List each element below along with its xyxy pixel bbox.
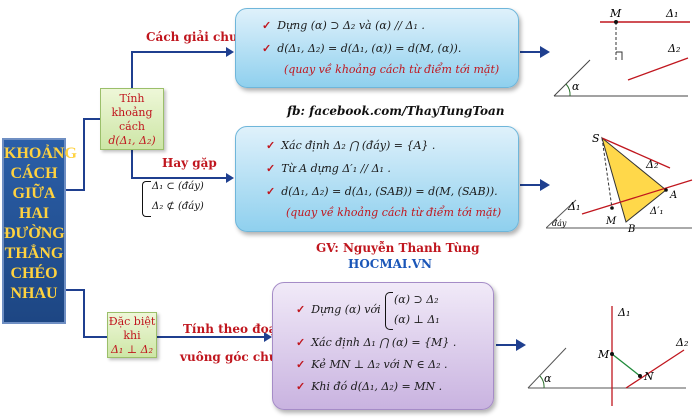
title-line: CÁCH <box>10 165 58 182</box>
check-icon: ✓ <box>266 185 276 198</box>
label-delta2: Δ₂ <box>645 158 658 171</box>
check-icon: ✓ <box>262 19 272 32</box>
label-delta2: Δ₂ <box>675 336 688 349</box>
label-M: M <box>597 348 610 361</box>
general-method-box <box>235 8 519 88</box>
system-brace <box>385 292 393 330</box>
point-M <box>610 352 614 356</box>
compute-distance-box: Tính khoảng cách d(Δ₁, Δ₂) <box>100 88 164 150</box>
brace-line: (α) ⊃ Δ₂ <box>394 293 439 306</box>
label-delta1-prime: Δ′₁ <box>649 206 664 217</box>
label-M: M <box>605 216 617 227</box>
common-case-box <box>235 126 519 232</box>
mid-box-line: Tính <box>119 92 145 105</box>
check-icon: ✓ <box>266 139 276 152</box>
delta1-line <box>581 179 693 215</box>
label-delta2: Δ₂ <box>667 42 680 55</box>
method-step: ✓Khi đó d(Δ₁, Δ₂) = MN . <box>296 380 443 393</box>
check-icon: ✓ <box>266 162 276 175</box>
method-step: ✓Xác định Δ₁ ⋂ (α) = {M} . <box>296 336 457 349</box>
check-icon: ✓ <box>296 336 306 349</box>
plane-edge <box>553 59 591 97</box>
delta2-line <box>625 349 685 389</box>
label-perpendicular-2: vuông góc chung <box>180 350 295 364</box>
label-A: A <box>669 190 677 201</box>
title-line: THẲNG <box>4 245 64 262</box>
mid-box-line: Δ₁ ⊥ Δ₂ <box>110 343 154 356</box>
point-M <box>610 206 614 210</box>
point-N <box>638 374 642 378</box>
label-general-method: Cách giải chung <box>146 30 255 44</box>
check-icon: ✓ <box>262 42 272 55</box>
check-icon: ✓ <box>296 303 306 316</box>
segment-MN <box>611 353 641 377</box>
mid-box-line: khi <box>123 329 141 342</box>
label-base: đáy <box>552 219 567 228</box>
label-N: N <box>643 370 654 383</box>
method-note: (quay về khoảng cách từ điểm tới mặt) <box>284 63 500 76</box>
delta2-line <box>627 57 689 81</box>
point-A <box>664 188 668 192</box>
brace-line: (α) ⊥ Δ₁ <box>394 313 440 326</box>
main-title: KHOẢNG CÁCH GIỮA HAI ĐƯỜNG THẲNG CHÉO NH… <box>2 138 77 324</box>
method-step: ✓Kẻ MN ⊥ Δ₂ với N ∈ Δ₂ . <box>296 358 448 371</box>
figure-perpendicular: Δ₁ Δ₂ M N α <box>527 306 688 406</box>
mid-box-line: Đặc biệt <box>108 315 156 328</box>
special-case-box: Đặc biệt khi Δ₁ ⊥ Δ₂ <box>107 312 157 358</box>
method-step: ✓Từ A dựng Δ′₁ // Δ₁ . <box>266 162 391 175</box>
method-step: ✓d(Δ₁, Δ₂) = d(Δ₁, (SAB)) = d(M, (SAB)). <box>266 185 498 198</box>
facebook-credit: fb: facebook.com/ThayTungToan <box>287 104 505 118</box>
method-step: ✓Dựng (α) ⊃ Δ₂ và (α) // Δ₁ . <box>262 19 425 32</box>
angle-arc <box>565 83 571 97</box>
label-perpendicular-1: Tính theo đoạn <box>183 322 286 336</box>
triangle-SAB <box>601 136 667 223</box>
author-credit: GV: Nguyễn Thanh Tùng <box>316 241 480 255</box>
right-angle-mark <box>616 51 623 60</box>
figure-plane-parallel: M Δ₁ Δ₂ α <box>553 7 690 97</box>
label-delta1: Δ₁ <box>665 7 678 20</box>
title-line: NHAU <box>10 285 58 302</box>
check-icon: ✓ <box>296 358 306 371</box>
label-M: M <box>609 7 622 20</box>
mid-box-line: khoảng cách <box>111 106 153 133</box>
condition-line: Δ₁ ⊂ (đáy) <box>152 181 204 192</box>
point-M <box>614 20 618 24</box>
method-step: ✓d(Δ₁, Δ₂) = d(Δ₁, (α)) = d(M, (α)). <box>262 42 462 55</box>
method-step: ✓Xác định Δ₂ ⋂ (đáy) = {A} . <box>266 139 436 152</box>
site-credit: HOCMAI.VN <box>348 257 433 271</box>
condition-line: Δ₂ ⊄ (đáy) <box>152 201 204 212</box>
title-line: GIỮA <box>12 185 56 202</box>
title-line: HAI <box>18 205 50 222</box>
label-alpha: α <box>544 372 552 385</box>
base-edge <box>546 199 577 229</box>
label-delta1: Δ₁ <box>617 306 630 319</box>
delta2-line <box>601 137 671 169</box>
title-line: ĐƯỜNG <box>4 225 65 242</box>
figure-pyramid: S Δ₂ Δ₁ M A B Δ′₁ đáy <box>546 132 693 235</box>
label-S: S <box>592 132 600 145</box>
condition-brace <box>142 181 151 217</box>
plane-edge <box>527 347 567 389</box>
title-line: CHÉO <box>10 265 58 282</box>
perpendicular-case-box <box>272 282 494 410</box>
title-line: KHOẢNG <box>4 145 77 162</box>
label-B: B <box>627 224 635 235</box>
angle-arc <box>539 375 545 389</box>
method-note: (quay về khoảng cách từ điểm tới mặt) <box>286 206 502 219</box>
mid-box-line: d(Δ₁, Δ₂) <box>108 134 156 147</box>
method-step: ✓Dựng (α) với <box>296 303 381 316</box>
label-alpha: α <box>572 80 580 93</box>
label-delta1: Δ₁ <box>567 200 580 213</box>
height-dash <box>601 137 613 209</box>
check-icon: ✓ <box>296 380 306 393</box>
label-common-case: Hay gặp <box>162 156 217 170</box>
